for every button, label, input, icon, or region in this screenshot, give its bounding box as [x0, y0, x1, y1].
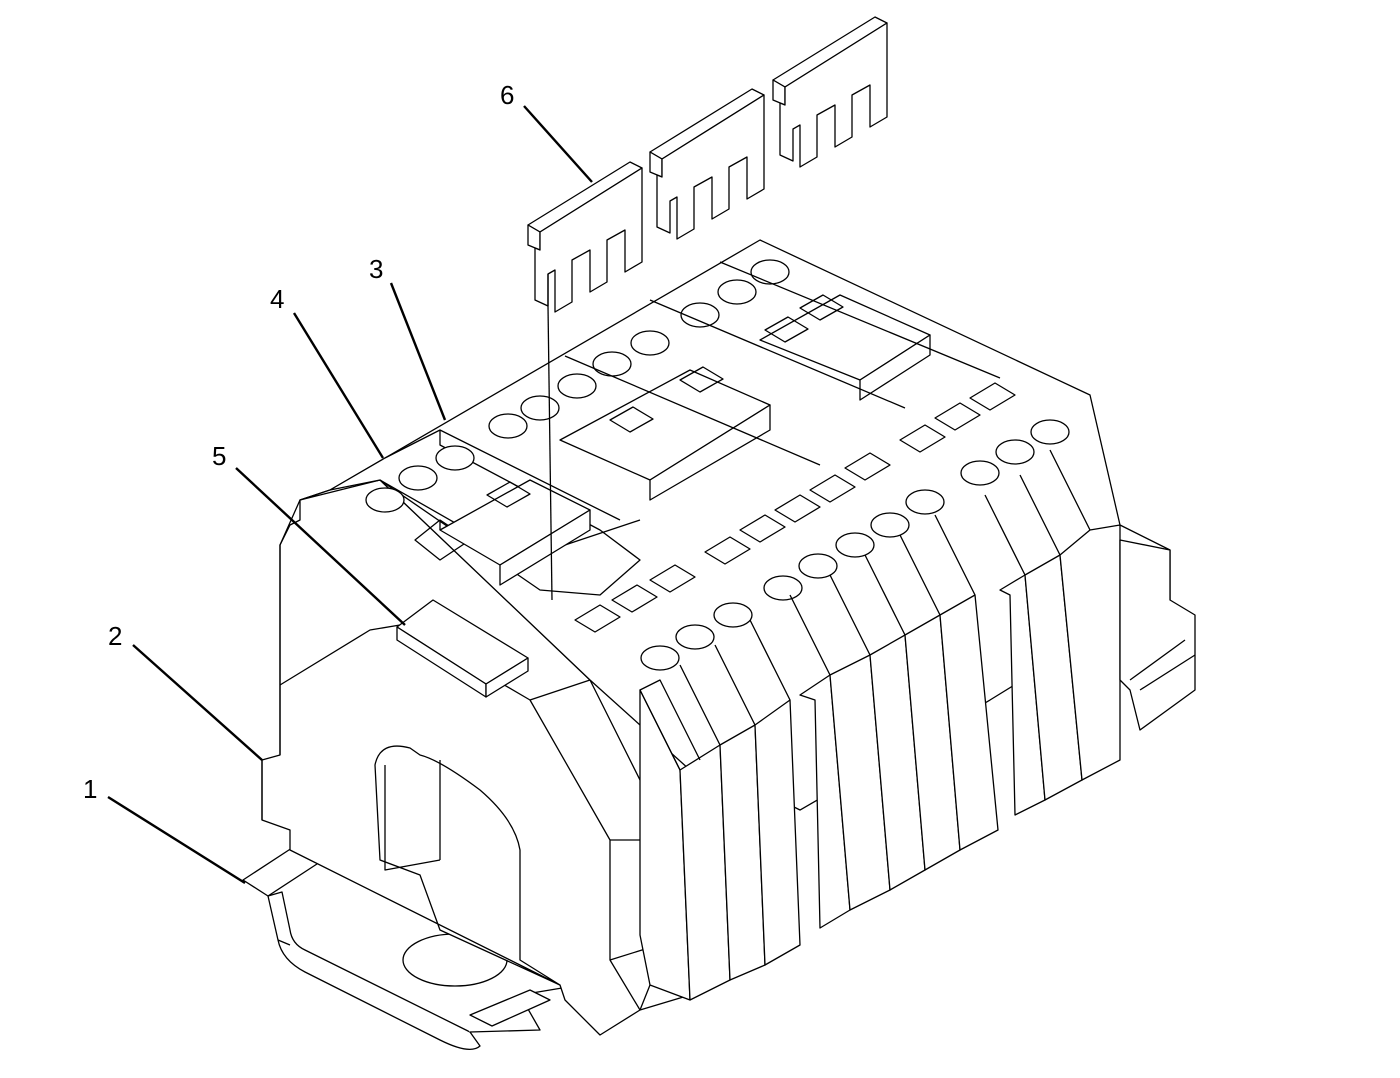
- callout-5: 5: [212, 441, 226, 471]
- callout-2: 2: [108, 621, 122, 651]
- leader-5: [235, 467, 406, 626]
- callout-4: 4: [270, 284, 284, 314]
- terminal-slices: [639, 449, 1121, 1001]
- leader-1: [107, 795, 246, 885]
- leader-2: [132, 644, 263, 761]
- jumper-comb-3: [772, 16, 888, 168]
- insertion-guide-line: [547, 305, 553, 601]
- leader-3: [389, 282, 447, 421]
- leader-6: [523, 105, 593, 183]
- wire-entries: [486, 294, 1016, 633]
- jumper-comb-2: [649, 88, 765, 240]
- callout-labels: 1 2 3 4 5 6: [83, 80, 514, 804]
- jumper-comb-1: [527, 161, 643, 313]
- terminal-block-stack: [299, 239, 1196, 1001]
- callout-3: 3: [369, 254, 383, 284]
- jumper-combs: [527, 16, 888, 601]
- callout-6: 6: [500, 80, 514, 110]
- leader-lines: [107, 105, 593, 885]
- leader-4: [292, 312, 385, 459]
- marker-label: [396, 599, 529, 698]
- end-bracket: [261, 479, 691, 1036]
- callout-1: 1: [83, 774, 97, 804]
